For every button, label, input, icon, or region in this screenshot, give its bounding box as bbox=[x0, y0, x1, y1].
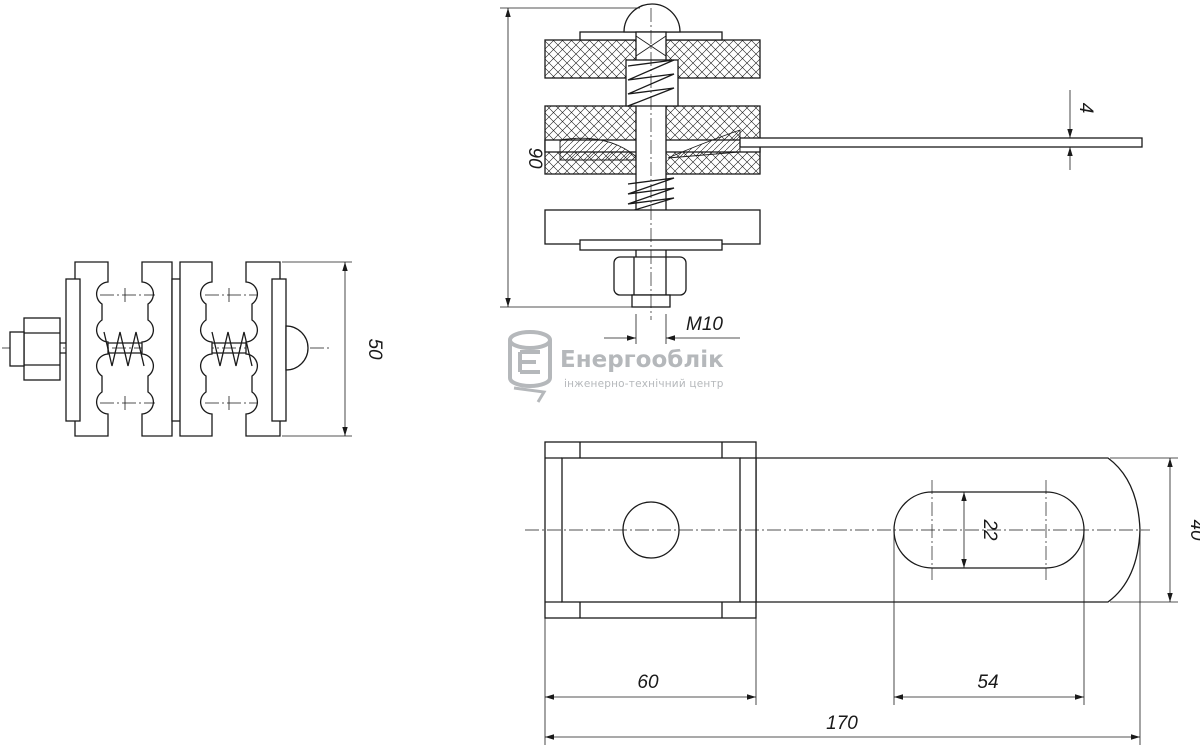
spring-lower bbox=[627, 177, 675, 213]
hex-nut bbox=[23, 317, 61, 381]
right-washer bbox=[271, 278, 287, 422]
slot-width-label: 22 bbox=[979, 518, 1000, 541]
plan-view: 22 40 60 54 170 bbox=[525, 441, 1200, 745]
spring-top bbox=[627, 59, 675, 107]
strip-thickness-label: 4 bbox=[1075, 103, 1096, 114]
top-height-label: 90 bbox=[524, 147, 545, 169]
bolt-dome-head bbox=[285, 325, 309, 371]
top-dome-head bbox=[623, 3, 681, 33]
bottom-nut bbox=[613, 256, 687, 296]
logo-name: Енергооблік bbox=[560, 347, 724, 373]
side-view: 50 bbox=[2, 261, 385, 437]
bolt-thread-end bbox=[9, 331, 25, 367]
bottom-plate bbox=[544, 209, 761, 245]
company-logo: Енергооблік інженерно-технічний центр bbox=[508, 330, 724, 403]
section-view: 90 4 M10 bbox=[500, 3, 1143, 344]
jaw-inner-1 bbox=[141, 261, 173, 437]
bolt-thread-label: M10 bbox=[686, 314, 723, 335]
left-jaw-outer bbox=[74, 261, 109, 437]
left-washer bbox=[65, 278, 81, 422]
total-length-label: 170 bbox=[826, 713, 858, 734]
block-length-label: 60 bbox=[637, 672, 659, 693]
logo-subtitle: інженерно-технічний центр bbox=[564, 378, 724, 390]
side-height-label: 50 bbox=[364, 338, 385, 360]
spring-right bbox=[211, 331, 253, 367]
groove-centerlines bbox=[100, 288, 258, 410]
section-strip bbox=[739, 137, 1143, 148]
slot-length-label: 54 bbox=[977, 672, 998, 693]
plan-width-label: 40 bbox=[1186, 519, 1200, 541]
jaw-inner-2 bbox=[179, 261, 213, 437]
e-cylinder-logo-icon bbox=[508, 330, 552, 403]
spring-left bbox=[103, 331, 145, 367]
